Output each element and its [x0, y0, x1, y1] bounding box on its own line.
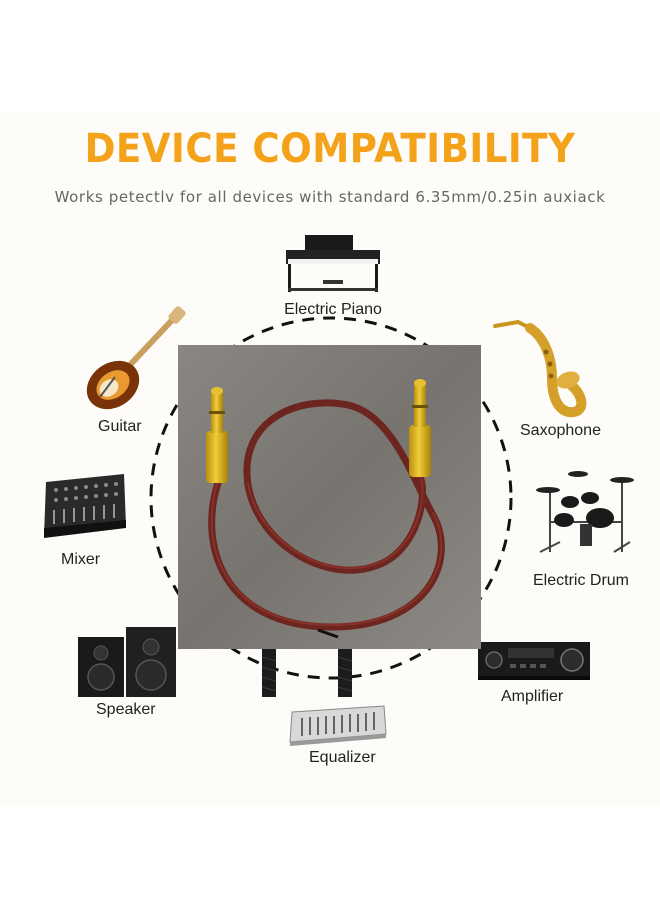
mixer-icon	[44, 474, 126, 538]
amplifier-icon	[478, 642, 590, 680]
cable-illustration	[178, 345, 481, 649]
electric-piano-icon	[286, 235, 380, 292]
device-label: Speaker	[96, 701, 156, 718]
cable-tails	[261, 649, 353, 697]
page-subtitle: Works petectlv for all devices with stan…	[54, 188, 606, 206]
device-label: Guitar	[98, 418, 142, 435]
device-mixer: Mixer	[40, 470, 130, 568]
device-label: Equalizer	[309, 749, 376, 766]
device-label: Amplifier	[501, 688, 564, 705]
speaker-icon	[78, 627, 176, 697]
device-guitar: Guitar	[75, 305, 190, 435]
device-label: Electric Piano	[284, 301, 382, 318]
device-label: Saxophone	[520, 422, 601, 439]
device-label: Electric Drum	[533, 572, 630, 589]
device-equalizer: Equalizer	[289, 704, 390, 772]
device-speaker: Speaker	[74, 625, 184, 718]
device-electric-piano: Electric Piano	[283, 232, 383, 318]
equalizer-icon	[289, 705, 387, 746]
electric-drum-icon	[536, 471, 634, 553]
device-electric-drum: Electric Drum	[530, 462, 640, 589]
device-amplifier: Amplifier	[474, 638, 594, 708]
device-saxophone: Saxophone	[490, 318, 610, 439]
audio-cable-photo	[178, 345, 481, 649]
device-label: Mixer	[61, 551, 101, 568]
saxophone-icon	[493, 319, 587, 418]
guitar-icon	[86, 306, 186, 410]
page-title: DEVICE COMPATIBILITY	[84, 126, 576, 172]
